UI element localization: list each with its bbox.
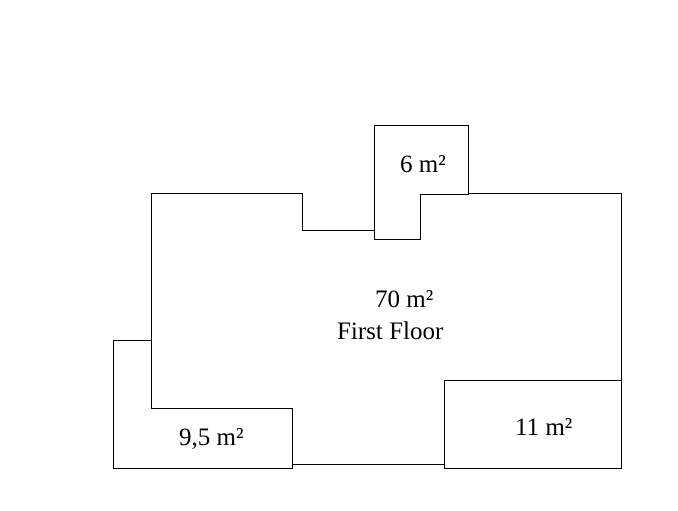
room-bottom-right-area-label: 11 m² <box>515 414 572 441</box>
room-top-area-label: 6 m² <box>400 151 446 178</box>
room-top-outline <box>374 125 469 240</box>
room-bottom-left-outline <box>113 340 293 469</box>
room-bottom-left-area-label: 9,5 m² <box>179 424 243 451</box>
main-room-name-label: First Floor <box>337 318 444 345</box>
room-bottom-right-outline <box>444 380 622 469</box>
main-room-area-label: 70 m² <box>375 286 433 313</box>
